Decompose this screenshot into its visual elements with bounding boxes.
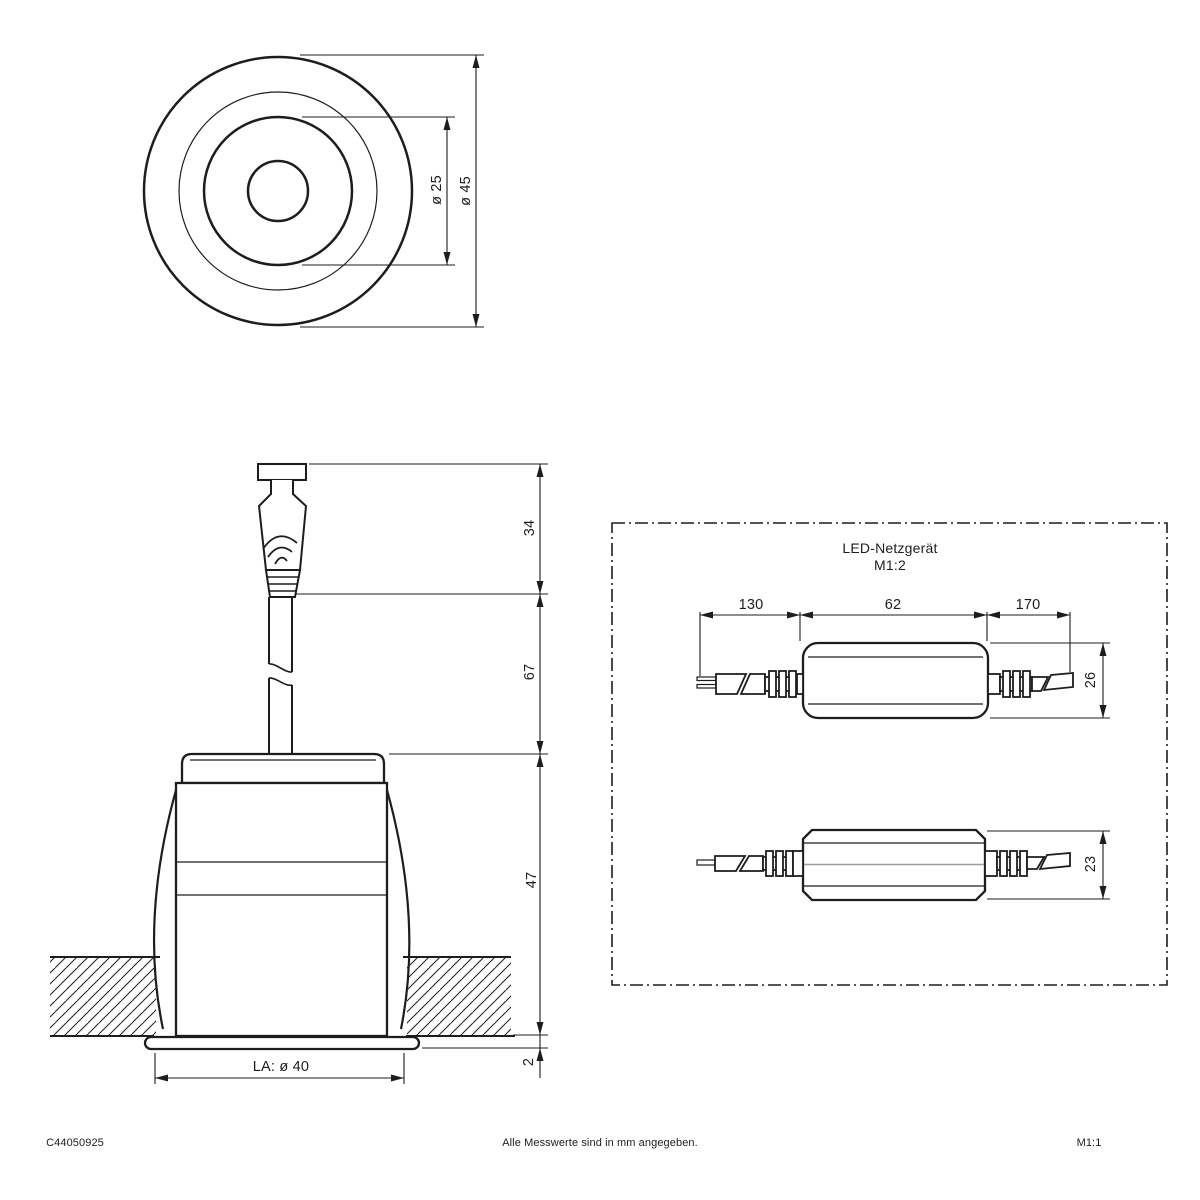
dim-label-cutout: LA: ø 40 <box>252 1059 310 1075</box>
dim-label-psu-cable-right: 170 <box>1015 597 1041 613</box>
psu-box-drawing <box>611 522 1168 986</box>
dim-label-housing-height: 47 <box>524 871 540 889</box>
psu-title: LED-Netzgerät <box>842 540 938 556</box>
dim-label-psu-height-side: 23 <box>1083 855 1099 873</box>
psu-frame <box>611 522 1168 986</box>
footer-note: Alle Messwerte sind in mm angegeben. <box>502 1137 698 1149</box>
top-view-drawing <box>142 54 484 328</box>
dim-label-flange-height: 2 <box>521 1057 537 1067</box>
footer-scale: M1:1 <box>1076 1137 1102 1149</box>
side-view-drawing <box>50 463 548 1084</box>
dim-label-plug-height: 34 <box>522 519 538 537</box>
dim-label-psu-height-top: 26 <box>1083 671 1099 689</box>
dim-label-outer-diameter: ø 45 <box>458 176 474 206</box>
dim-label-psu-cable-left: 130 <box>738 597 764 613</box>
dim-label-psu-body: 62 <box>884 597 902 613</box>
psu-scale: M1:2 <box>874 557 906 573</box>
dim-label-inner-diameter: ø 25 <box>429 175 445 205</box>
footer-article-number: C44050925 <box>46 1137 104 1149</box>
dim-label-cable-length: 67 <box>522 663 538 681</box>
